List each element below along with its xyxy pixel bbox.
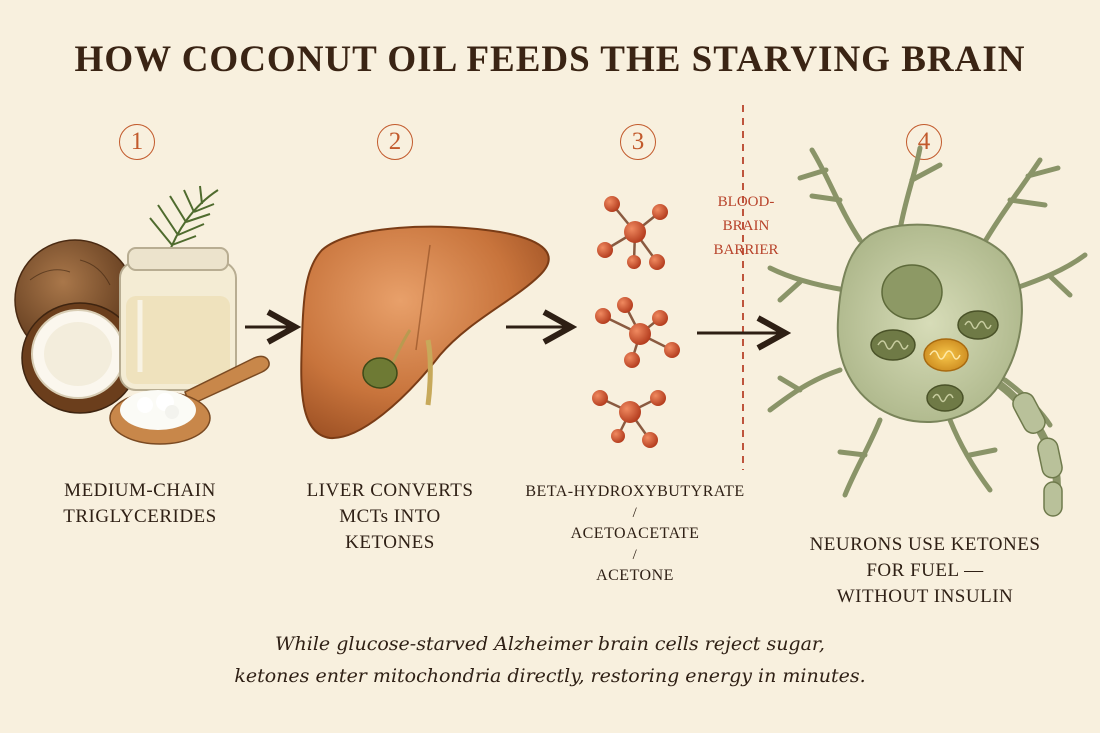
footer-line: ketones enter mitochondria directly, res… <box>234 665 866 687</box>
molecule-icon <box>592 390 666 448</box>
step-caption-3: BETA-HYDROXYBUTYRATE / ACETOACETATE / AC… <box>510 480 760 588</box>
caption-line: TRIGLYCERIDES <box>63 506 217 527</box>
step-caption-1: MEDIUM-CHAIN TRIGLYCERIDES <box>20 478 260 530</box>
mitochondria-icon <box>957 310 999 340</box>
caption-separator: / <box>632 547 638 563</box>
step-number-3: 3 <box>620 124 656 160</box>
barrier-label-line: BLOOD- <box>717 194 775 210</box>
caption-line: BETA-HYDROXYBUTYRATE <box>525 483 745 500</box>
mitochondria-icon <box>870 329 916 361</box>
mitochondria-icon <box>926 384 964 412</box>
blood-brain-barrier-label: BLOOD- BRAIN BARRIER <box>706 190 786 262</box>
neuron-icon <box>767 145 1088 517</box>
coconut-half-icon <box>21 302 139 414</box>
oil-jar-icon <box>119 247 237 391</box>
molecule-icon <box>597 196 668 270</box>
caption-line: NEURONS USE KETONES <box>809 534 1041 555</box>
caption-line: LIVER CONVERTS <box>306 480 474 501</box>
mitochondria-icon <box>923 338 969 372</box>
liver-icon <box>300 225 550 440</box>
axon <box>997 381 1063 517</box>
step-caption-4: NEURONS USE KETONES FOR FUEL — WITHOUT I… <box>790 532 1060 610</box>
footer-line: While glucose-starved Alzheimer brain ce… <box>275 633 825 655</box>
caption-line: KETONES <box>345 532 435 553</box>
step-caption-2: LIVER CONVERTS MCTs INTO KETONES <box>270 478 510 556</box>
caption-line: WITHOUT INSULIN <box>836 586 1014 607</box>
caption-line: FOR FUEL — <box>866 560 984 581</box>
molecule-icon <box>595 297 680 368</box>
caption-separator: / <box>632 505 638 521</box>
footer-note: While glucose-starved Alzheimer brain ce… <box>0 628 1100 692</box>
caption-line: ACETOACETATE <box>570 525 700 542</box>
step-number-1: 1 <box>119 124 155 160</box>
caption-line: MEDIUM-CHAIN <box>64 480 216 501</box>
barrier-label-line: BRAIN <box>722 218 770 234</box>
page-title: HOW COCONUT OIL FEEDS THE STARVING BRAIN <box>74 39 1026 80</box>
caption-line: MCTs INTO <box>339 506 441 527</box>
barrier-label-line: BARRIER <box>713 242 779 258</box>
step-number-2: 2 <box>377 124 413 160</box>
spoon-icon <box>109 355 270 445</box>
caption-line: ACETONE <box>596 567 674 584</box>
